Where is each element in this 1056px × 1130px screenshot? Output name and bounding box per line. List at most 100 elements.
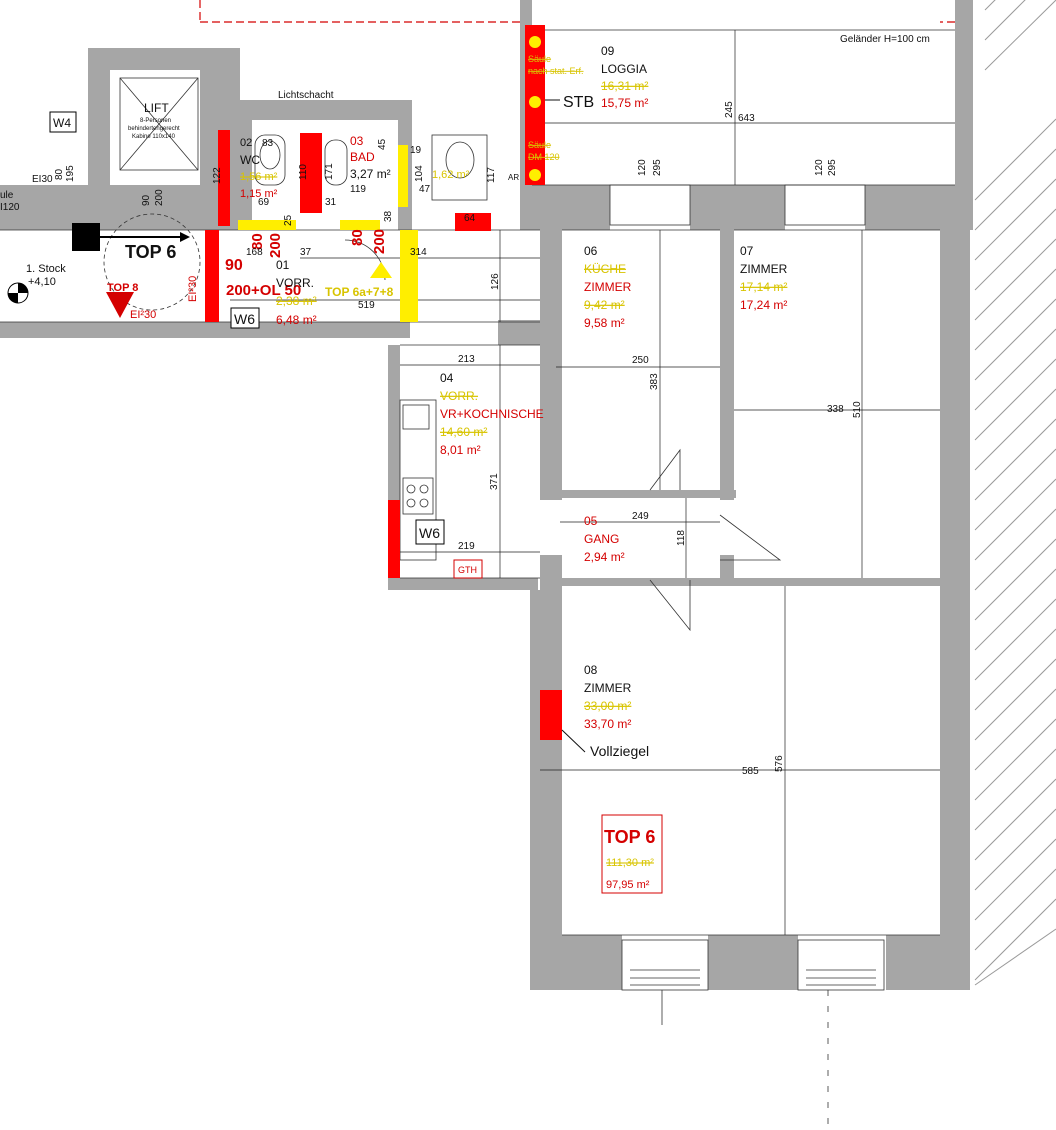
ei30-label: EI30 xyxy=(32,174,53,185)
level-value: +4,10 xyxy=(28,276,56,288)
dim-250: 250 xyxy=(632,355,649,366)
lift-line1: 8-Personen xyxy=(140,118,171,124)
dim-338: 338 xyxy=(827,404,844,415)
dim-117: 117 xyxy=(486,167,497,183)
room-05-name: GANG xyxy=(584,532,619,546)
room-07-old-area: 17,14 m² xyxy=(740,280,787,294)
dim-519: 519 xyxy=(358,300,375,311)
dim-110: 110 xyxy=(298,164,309,180)
entry-arrow xyxy=(72,223,392,318)
room-05-num: 05 xyxy=(584,514,598,528)
room-04-name: VR+KOCHNISCHE xyxy=(440,407,544,421)
room-small-area: 1,62 m² xyxy=(432,169,470,181)
unit-summary-title: TOP 6 xyxy=(604,827,655,847)
column-markers xyxy=(529,36,541,181)
room-01-num: 01 xyxy=(276,258,290,272)
room-02-old-area: 1,56 m² xyxy=(240,171,278,183)
room-08-num: 08 xyxy=(584,663,598,677)
column-note-2a: Säule xyxy=(528,140,551,150)
dim-47: 47 xyxy=(419,184,431,195)
dim-122: 122 xyxy=(212,167,223,184)
dim-383: 383 xyxy=(649,373,660,390)
door-mark-200ol: 200+OL 50 xyxy=(226,282,301,299)
room-08-name: ZIMMER xyxy=(584,681,632,695)
room-09-num: 09 xyxy=(601,44,615,58)
room-08-old-area: 33,00 m² xyxy=(584,699,631,713)
dimension-lines xyxy=(230,30,955,935)
room-09-area: 15,75 m² xyxy=(601,96,648,110)
ar-label: AR xyxy=(508,173,519,182)
room-03-num: 03 xyxy=(350,134,364,148)
room-07-num: 07 xyxy=(740,244,754,258)
room-06-num: 06 xyxy=(584,244,598,258)
dim-104: 104 xyxy=(414,165,425,182)
stb-label: STB xyxy=(563,94,594,111)
dim-120a: 120 xyxy=(637,159,648,176)
room-06-area: 9,58 m² xyxy=(584,316,625,330)
w4-label: W4 xyxy=(53,116,71,130)
demolition-elements xyxy=(205,25,562,740)
column-note-1a: Säule xyxy=(528,54,551,64)
door-mark-80a: 80 xyxy=(249,233,266,250)
top6a-label: TOP 6a+7+8 xyxy=(325,285,394,299)
lightwell-label: Lichtschacht xyxy=(278,90,334,101)
ei30-vertical-label: EI²30 xyxy=(187,276,199,302)
dim-371: 371 xyxy=(489,473,500,490)
dim-314: 314 xyxy=(410,247,427,258)
room-04-old-area: 14,60 m² xyxy=(440,425,487,439)
room-07-area: 17,24 m² xyxy=(740,298,787,312)
room-09-name: LOGGIA xyxy=(601,62,647,76)
i120-label: I120 xyxy=(0,202,20,213)
dim-643: 643 xyxy=(738,113,755,124)
railing-note: Geländer H=100 cm xyxy=(840,34,930,45)
door-mark-90: 90 xyxy=(225,257,243,274)
walls xyxy=(0,0,973,990)
dim-80: 80 xyxy=(54,168,65,180)
room-06-old-name: KÜCHE xyxy=(584,262,626,276)
dim-37: 37 xyxy=(300,247,312,258)
door-mark-200b: 200 xyxy=(371,229,388,254)
room-02-area: 1,15 m² xyxy=(240,188,278,200)
room-07-name: ZIMMER xyxy=(740,262,788,276)
dim-38: 38 xyxy=(383,210,394,222)
dim-118: 118 xyxy=(676,530,687,546)
lift-line2: behindertengerecht xyxy=(128,126,180,132)
dim-295a: 295 xyxy=(652,159,663,176)
room-06-old-area: 9,42 m² xyxy=(584,298,625,312)
dim-83: 83 xyxy=(262,138,274,149)
new-wall-elements xyxy=(238,145,418,322)
gth-label: GTH xyxy=(458,565,477,575)
tag-boxes xyxy=(49,111,663,894)
unit-summary-old-area: 111,30 m² xyxy=(606,857,654,869)
top8-label: TOP 8 xyxy=(107,282,138,294)
door-mark-200a: 200 xyxy=(267,233,284,258)
dim-171: 171 xyxy=(324,163,335,180)
dim-19: 19 xyxy=(410,145,422,156)
room-02-name: WC xyxy=(240,153,260,167)
dim-90: 90 xyxy=(141,194,152,206)
dim-168: 168 xyxy=(246,247,263,258)
room-09-old-area: 16,31 m² xyxy=(601,79,648,93)
room-01-area: 6,48 m² xyxy=(276,313,317,327)
dim-576: 576 xyxy=(774,755,785,772)
dim-69: 69 xyxy=(258,197,270,208)
room-06-name: ZIMMER xyxy=(584,280,632,294)
level-symbol xyxy=(7,282,29,304)
w6-label-b: W6 xyxy=(419,525,440,541)
room-03-name: BAD xyxy=(350,150,375,164)
dim-126: 126 xyxy=(490,273,501,290)
ule-label: ule xyxy=(0,190,14,201)
room-04-area: 8,01 m² xyxy=(440,443,481,457)
column-note-2b: DM 120 xyxy=(528,152,560,162)
dim-119: 119 xyxy=(350,184,366,195)
dim-120b: 120 xyxy=(814,159,825,176)
room-01-name: VORR. xyxy=(276,276,314,290)
room-04-num: 04 xyxy=(440,371,454,385)
dim-31: 31 xyxy=(325,197,337,208)
room-04-old-name: VORR. xyxy=(440,389,478,403)
hatched-neighbour xyxy=(974,0,1056,986)
unit-summary-area: 97,95 m² xyxy=(606,879,650,891)
top6-entry-label: TOP 6 xyxy=(125,242,176,262)
lift-title: LIFT xyxy=(144,101,169,115)
